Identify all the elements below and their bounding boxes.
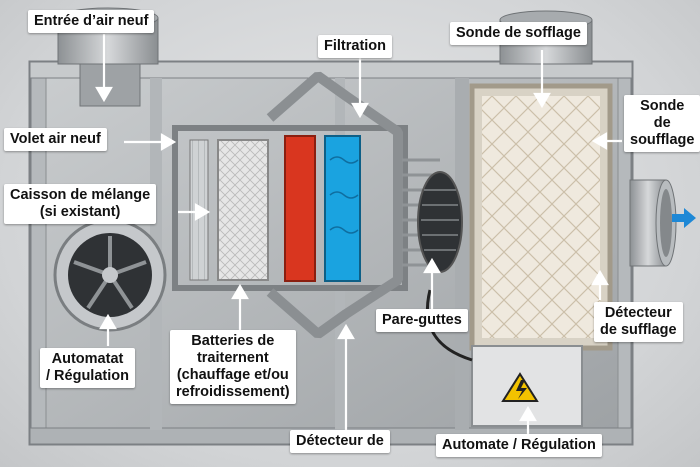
label-automate-regulation: Automate / Régulation: [436, 434, 602, 457]
label-text: Automate / Régulation: [442, 437, 596, 453]
label-line: Caisson de mélange: [10, 187, 151, 203]
label-automatat-regulation: Automatat / Régulation: [40, 348, 135, 388]
label-caisson-melange: Caisson de mélange (si existant): [4, 184, 157, 224]
label-line: refroidissement): [176, 384, 290, 400]
label-detecteur-soufflage: Détecteur de sufflage: [594, 302, 683, 342]
filter-panel: [217, 139, 269, 281]
label-text: Entrée d’air neuf: [34, 13, 149, 29]
outlet-arrow: [672, 208, 696, 228]
label-line: Automatat: [51, 351, 124, 367]
cooling-coil: [324, 135, 361, 282]
label-line: de sufflage: [600, 322, 677, 338]
label-sonde-soufflage-top: Sonde de sofflage: [450, 22, 587, 45]
label-line: (chauffage et/ou: [176, 367, 289, 383]
supply-fan: [417, 171, 463, 273]
label-batteries-traitement: Batteries de traiternent (chauffage et/o…: [170, 330, 296, 404]
label-line: (si existant): [39, 204, 121, 220]
label-sonde-soufflage-right: Sonde de soufflage: [624, 95, 700, 152]
label-line: Détecteur: [604, 305, 672, 321]
label-detecteur-bottom: Détecteur de: [290, 430, 390, 453]
label-line: de: [653, 115, 671, 131]
label-filtration: Filtration: [318, 35, 393, 58]
label-line: / Régulation: [46, 368, 129, 384]
label-volet-air-neuf: Volet air neuf: [4, 128, 107, 151]
cable: [425, 289, 473, 362]
label-text: Détecteur de: [296, 433, 384, 449]
label-line: soufflage: [630, 132, 695, 148]
label-text: Volet air neuf: [10, 131, 101, 147]
label-entree-air-neuf: Entrée d’air neuf: [28, 10, 155, 33]
label-text: Sonde de sofflage: [456, 25, 581, 41]
label-line: Sonde: [640, 98, 685, 114]
label-line: traiternent: [196, 350, 269, 366]
mixing-frame: [172, 125, 408, 291]
label-text: Pare-guttes: [382, 312, 462, 328]
filtration-hood: [266, 71, 403, 339]
label-text: Filtration: [324, 38, 387, 54]
heating-coil: [284, 135, 316, 282]
label-line: Batteries de: [191, 333, 275, 349]
label-pare-guttes: Pare-guttes: [376, 309, 468, 332]
leader-arrows: [95, 34, 622, 434]
pleated-filter: [482, 96, 600, 338]
